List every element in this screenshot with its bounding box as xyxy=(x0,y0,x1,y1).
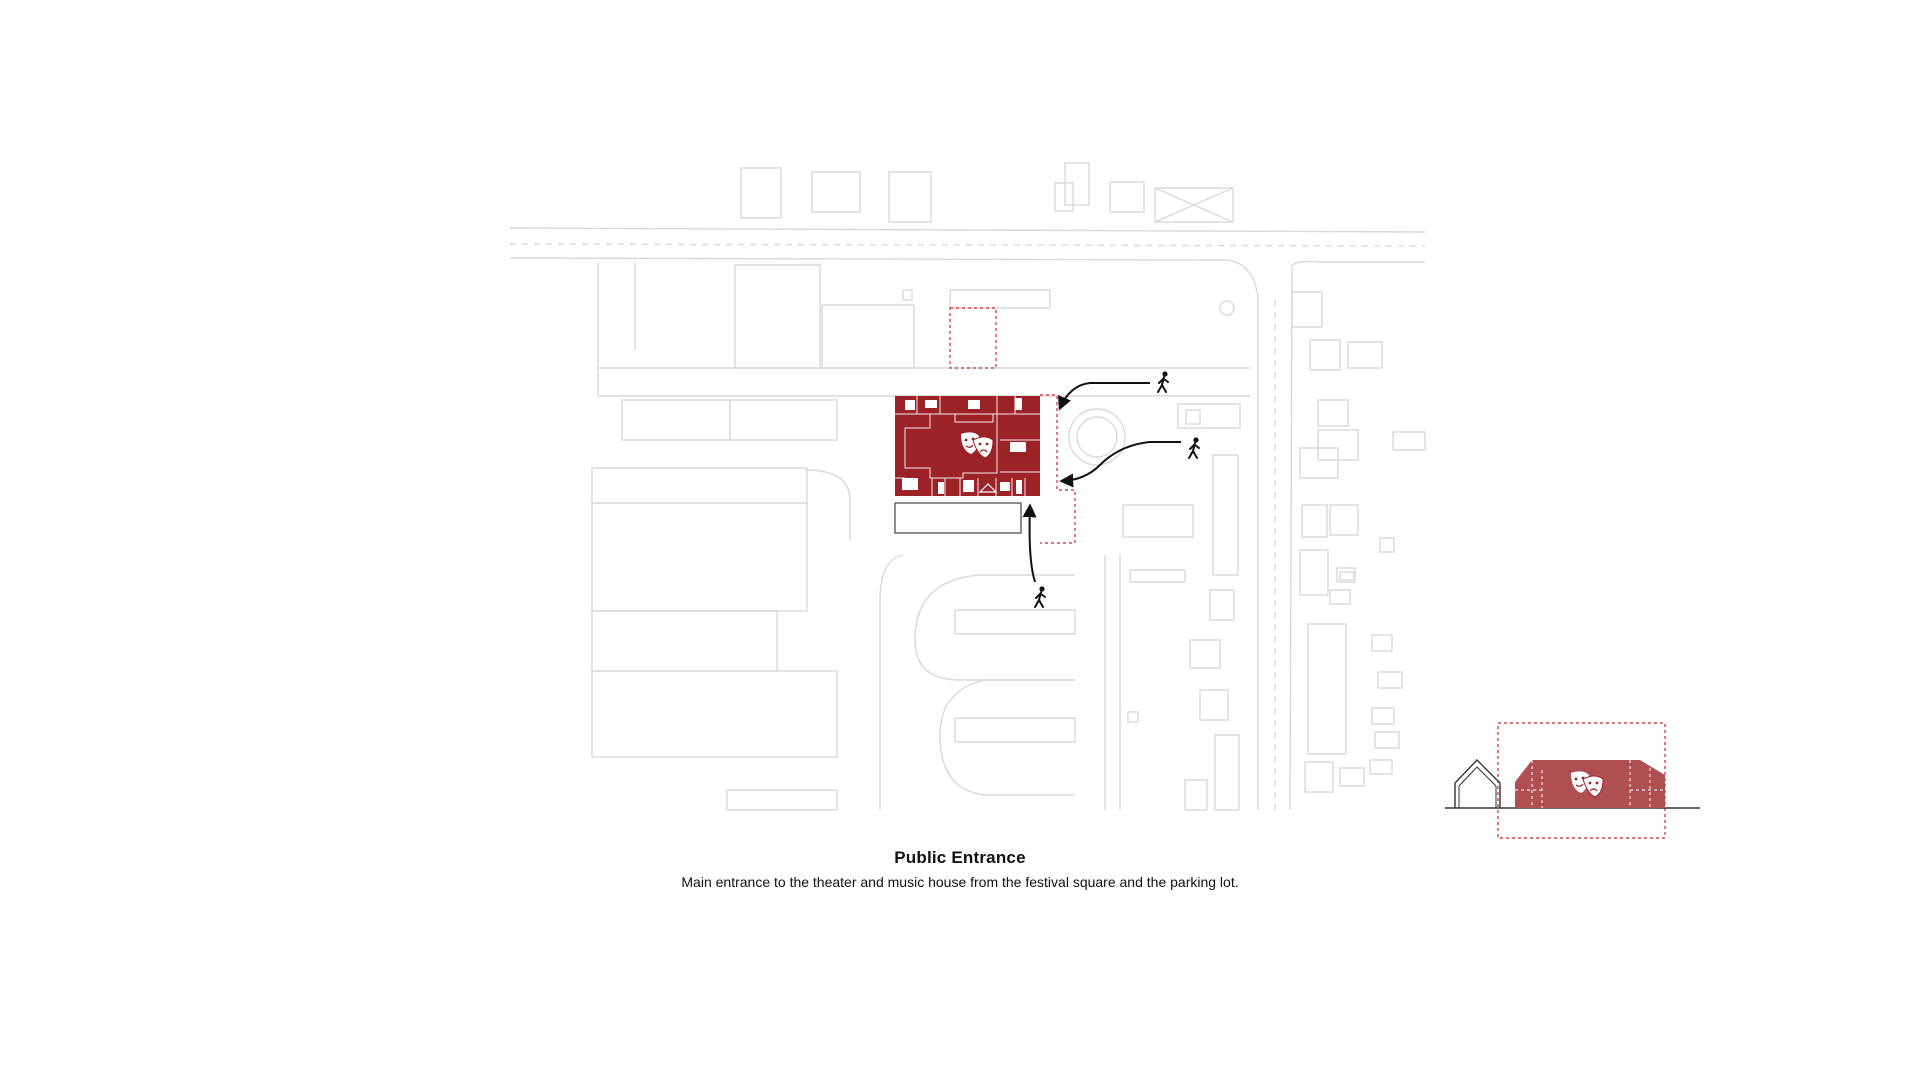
caption-title: Public Entrance xyxy=(894,848,1026,867)
program-icons xyxy=(902,398,1026,494)
caption-description: Main entrance to the theater and music h… xyxy=(681,874,1239,890)
coat-hanger-icon xyxy=(978,483,998,493)
cafe-icon xyxy=(1000,482,1010,491)
caption: Public Entrance Main entrance to the the… xyxy=(560,848,1360,890)
restrooms-icon xyxy=(963,480,974,492)
walking-person-icon xyxy=(1034,585,1046,608)
door-icon xyxy=(938,482,944,494)
arrow-east xyxy=(1059,441,1181,488)
arrow-parking xyxy=(1022,503,1037,583)
walking-person-icon xyxy=(1188,436,1200,459)
exit-door-icon xyxy=(1016,480,1022,494)
bar-icon xyxy=(1010,442,1026,452)
walking-person-icon xyxy=(1157,370,1169,393)
dashed-boundaries xyxy=(949,307,1666,839)
ticket-office-icon xyxy=(905,400,915,410)
audience-icon xyxy=(925,400,937,408)
section-sketch xyxy=(1445,758,1700,809)
adjacent-building xyxy=(894,502,1022,534)
neighbor-house xyxy=(1454,758,1501,808)
theater-building[interactable] xyxy=(895,396,1040,496)
sewing-machine-icon xyxy=(968,400,980,409)
arrow-north-east xyxy=(1058,382,1150,411)
dancer-icon xyxy=(1015,398,1022,410)
entrance-arrows xyxy=(1022,382,1181,583)
site-context xyxy=(509,162,1426,811)
info-desk-icon xyxy=(902,478,918,490)
